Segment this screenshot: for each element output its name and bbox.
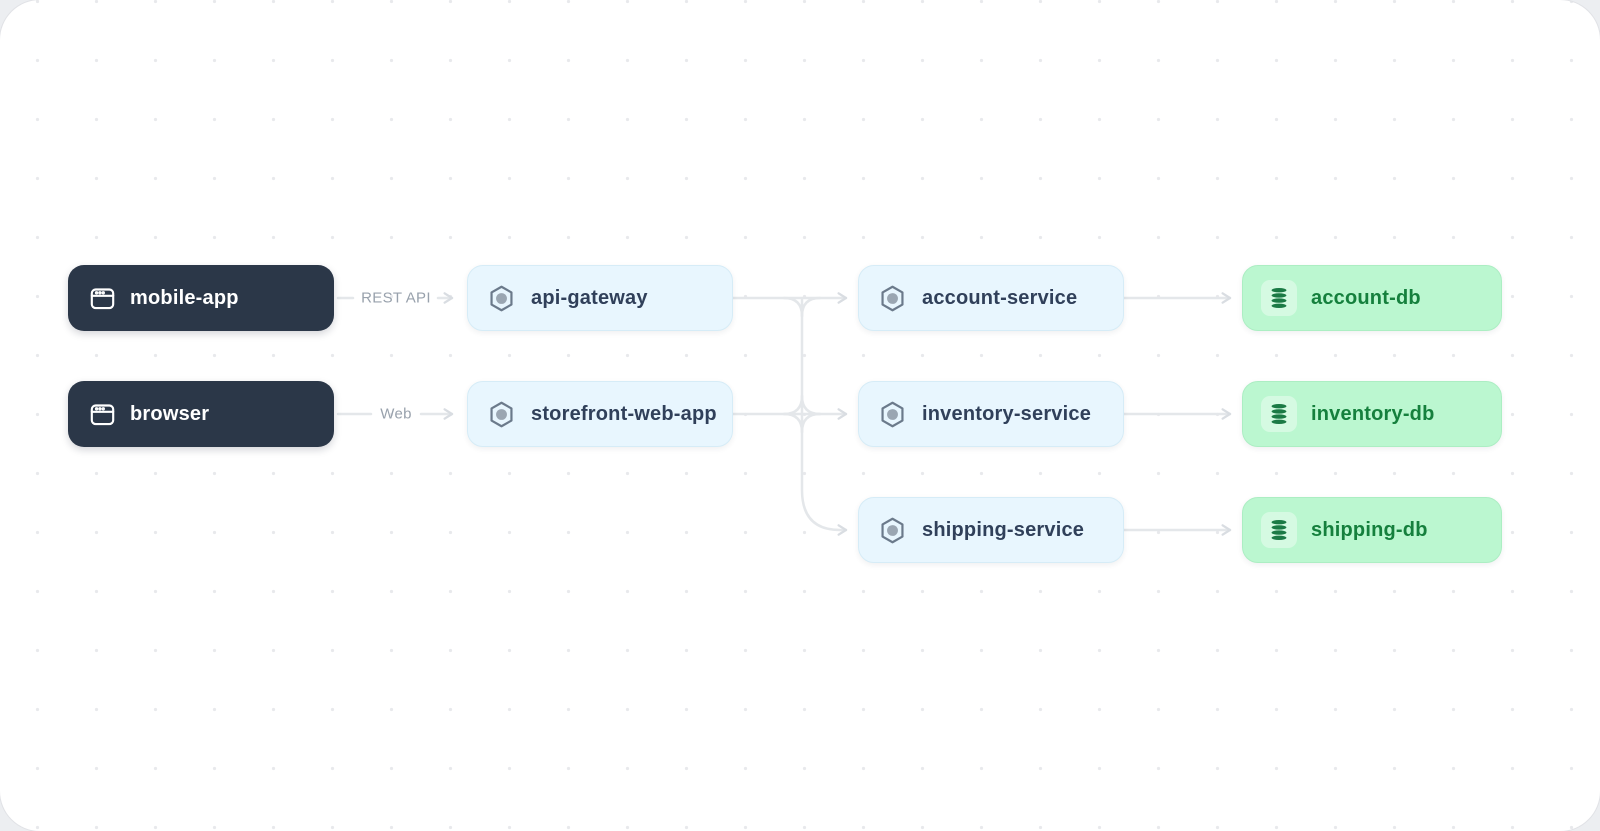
node-label: mobile-app: [130, 286, 239, 309]
hexagon-node-icon: [877, 283, 908, 314]
hexagon-node-icon: [486, 399, 517, 430]
node-account-service[interactable]: account-service: [858, 265, 1124, 331]
edge-junction-flare: [782, 394, 804, 416]
node-mobile-app[interactable]: mobile-app: [68, 265, 334, 331]
node-shipping-db[interactable]: shipping-db: [1242, 497, 1502, 563]
app-window-icon: [89, 401, 116, 428]
node-label: account-db: [1311, 286, 1421, 309]
node-browser[interactable]: browser: [68, 381, 334, 447]
node-label: inventory-db: [1311, 402, 1435, 425]
node-inventory-db[interactable]: inventory-db: [1242, 381, 1502, 447]
hexagon-node-icon: [877, 515, 908, 546]
node-label: shipping-db: [1311, 518, 1428, 541]
hexagon-node-icon: [486, 283, 517, 314]
app-window-icon: [89, 285, 116, 312]
edge-label-rest-api: REST API: [361, 289, 431, 307]
node-label: browser: [130, 402, 210, 425]
hexagon-node-icon: [877, 399, 908, 430]
node-label: storefront-web-app: [531, 402, 717, 425]
edge-junction-flare: [800, 394, 822, 416]
edge-to-shipping-service: [800, 298, 848, 536]
node-label: api-gateway: [531, 286, 648, 309]
edge-junction-flare: [782, 296, 804, 318]
database-icon: [1261, 280, 1297, 316]
node-api-gateway[interactable]: api-gateway: [467, 265, 733, 331]
edge-junction-flare: [800, 296, 822, 318]
edge-junction-flare: [800, 412, 822, 434]
node-shipping-service[interactable]: shipping-service: [858, 497, 1124, 563]
edge-label-web: Web: [380, 405, 412, 423]
node-label: shipping-service: [922, 518, 1085, 541]
database-icon: [1261, 512, 1297, 548]
node-label: account-service: [922, 286, 1078, 309]
edge-junction-flare: [782, 412, 804, 434]
database-icon: [1261, 396, 1297, 432]
node-label: inventory-service: [922, 402, 1092, 425]
node-account-db[interactable]: account-db: [1242, 265, 1502, 331]
node-inventory-service[interactable]: inventory-service: [858, 381, 1124, 447]
node-storefront-web-app[interactable]: storefront-web-app: [467, 381, 733, 447]
